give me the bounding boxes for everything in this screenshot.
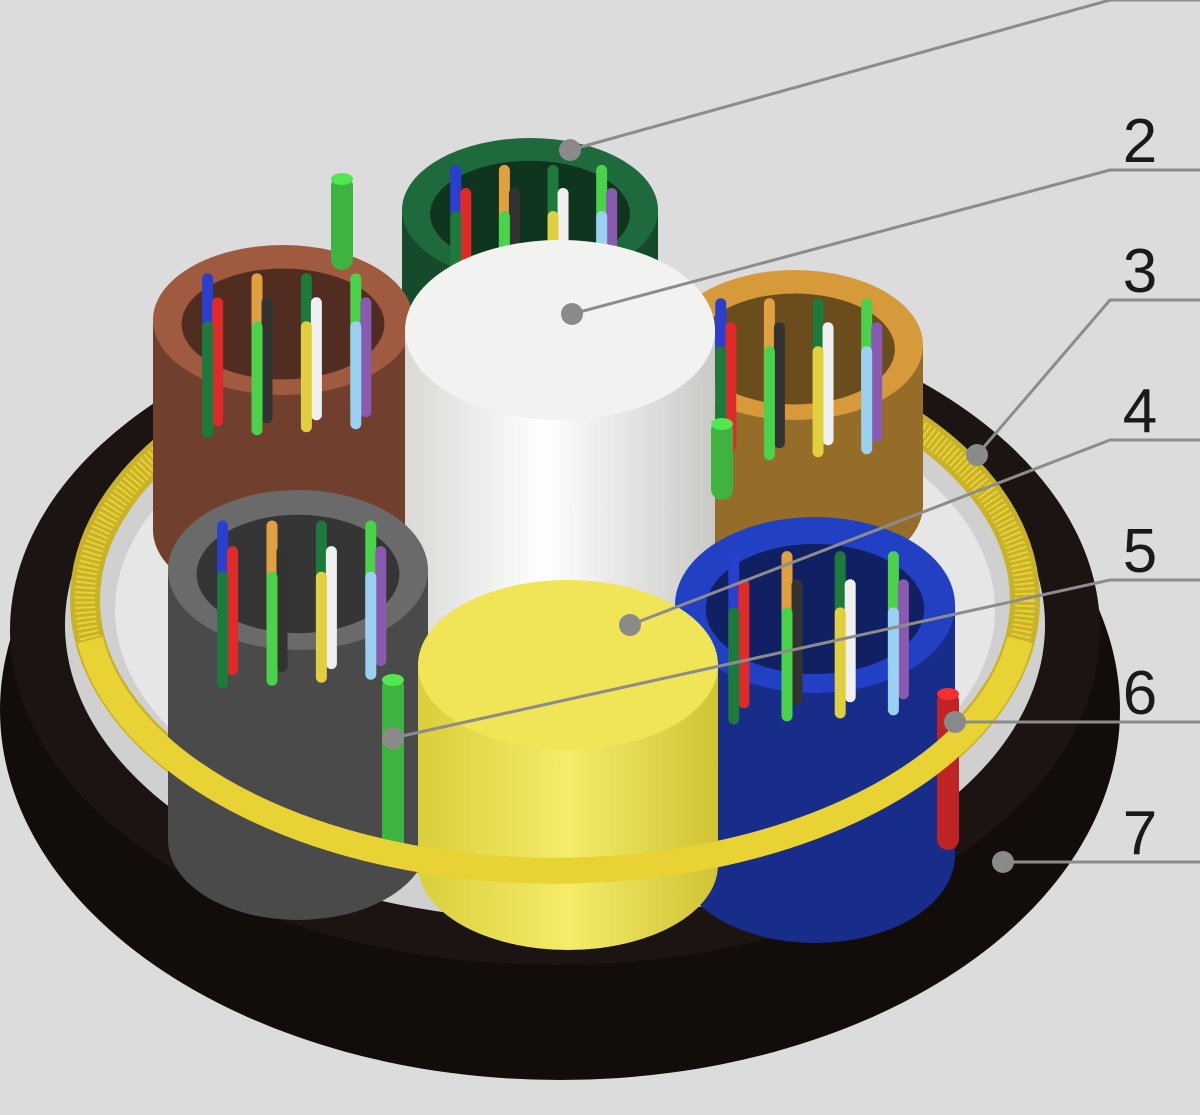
callout-number: 2 xyxy=(1123,107,1157,176)
callout-7: 7 xyxy=(992,799,1200,873)
callout-4: 4 xyxy=(619,377,1200,636)
callout-dot xyxy=(559,139,581,161)
tube-opening xyxy=(705,543,925,675)
callout-2: 2 xyxy=(561,107,1200,325)
rod-body xyxy=(711,420,733,500)
callout-number: 1 xyxy=(1163,0,1197,12)
tube-opening xyxy=(430,160,630,268)
callout-3: 3 xyxy=(966,237,1200,466)
filler-top xyxy=(418,580,718,750)
leader-line xyxy=(629,438,1200,627)
rod-top-left xyxy=(331,173,353,270)
rod-top xyxy=(331,173,353,185)
callout-1: 1 xyxy=(559,0,1200,161)
member-top xyxy=(405,240,715,420)
callout-number: 7 xyxy=(1123,799,1157,868)
tube-opening xyxy=(181,268,385,380)
filler-rod xyxy=(418,580,718,950)
rod-body xyxy=(382,676,404,866)
callout-5: 5 xyxy=(382,517,1200,749)
leader-line xyxy=(975,298,1200,456)
loose-tube-gray xyxy=(168,490,428,920)
callout-dot xyxy=(619,614,641,636)
leader-line xyxy=(569,0,1200,152)
callout-number: 5 xyxy=(1123,517,1157,586)
callout-number: 3 xyxy=(1123,237,1157,306)
tube-opening xyxy=(196,514,400,634)
rod-top xyxy=(937,688,959,700)
rod-top xyxy=(382,674,404,686)
tube-opening xyxy=(695,293,895,405)
loose-tube-blue xyxy=(675,517,955,943)
callout-number: 6 xyxy=(1123,659,1157,728)
rod-bottom-left xyxy=(382,674,404,866)
callouts: 1 2 3 4 5 6 7 xyxy=(382,0,1200,873)
callout-dot xyxy=(992,851,1014,873)
callout-dot xyxy=(382,727,404,749)
aramid-yarn-front xyxy=(77,636,1033,884)
callout-dot xyxy=(944,711,966,733)
callout-number: 4 xyxy=(1123,377,1157,446)
rod-top xyxy=(711,418,733,430)
leader-line xyxy=(392,578,1200,740)
rod-body xyxy=(331,175,353,270)
callout-dot xyxy=(966,444,988,466)
cable-components xyxy=(77,138,1033,950)
leader-line xyxy=(571,168,1200,316)
rod-center-right xyxy=(711,418,733,500)
callout-6: 6 xyxy=(944,659,1200,733)
callout-dot xyxy=(561,303,583,325)
loose-tube-orange xyxy=(667,270,923,580)
